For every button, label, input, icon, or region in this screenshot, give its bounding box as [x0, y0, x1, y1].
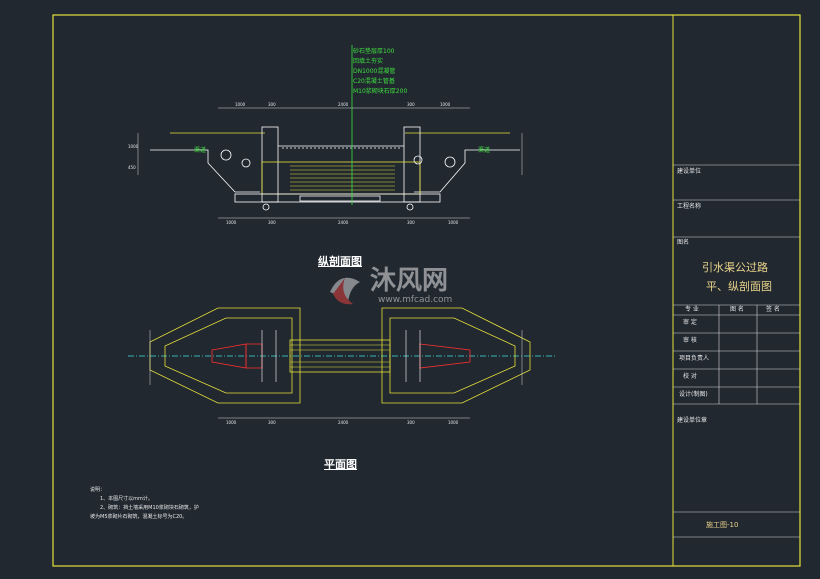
- canal-label-left: 渠道: [194, 147, 207, 154]
- material-label-2: 回填土夯实: [353, 58, 384, 65]
- tb-title-line2: 平、纵剖面图: [706, 280, 772, 293]
- tb-project-label: 工程名称: [677, 203, 702, 210]
- tb-col-sign: 签 名: [766, 306, 780, 313]
- plan-view-title: 平面图: [324, 458, 357, 471]
- section-dim-top-2: 300: [268, 102, 276, 107]
- note-line-2: 2、砌筑：挡土墙采用M10浆砌块石砌筑，护: [100, 505, 199, 511]
- tb-role-check: 校 对: [683, 373, 697, 380]
- section-dim-side-1: 1000: [128, 144, 139, 149]
- tb-drawing-name-label: 图名: [677, 239, 690, 246]
- tb-role-approve: 审 定: [683, 319, 697, 326]
- section-dim-top-4: 300: [407, 102, 415, 107]
- watermark-text: 沐风网: [370, 266, 449, 296]
- tb-client-label: 建设单位: [677, 168, 702, 175]
- plan-dim-1: 1000: [226, 420, 237, 425]
- tb-role-review: 审 核: [683, 337, 697, 344]
- section-view-title: 纵剖面图: [318, 255, 362, 268]
- section-view: [137, 45, 523, 219]
- tb-role-lead: 项目负责人: [679, 355, 710, 362]
- section-dim-top-3: 2400: [338, 102, 349, 107]
- plan-dim-3: 2400: [338, 420, 349, 425]
- section-dim-bottom-2: 300: [268, 220, 276, 225]
- note-line-3: 坡为M5浆砌片石砌筑，混凝土标号为C20。: [90, 514, 188, 520]
- section-dim-side-2: 450: [128, 165, 136, 170]
- plan-dim-4: 300: [407, 420, 415, 425]
- plan-dim-5: 1000: [448, 420, 459, 425]
- material-label-5: M10浆砌块石厚200: [353, 88, 408, 95]
- plan-view: [128, 307, 555, 419]
- title-block-grid: [673, 164, 800, 538]
- tb-sheet-number: 施工图-10: [706, 521, 739, 529]
- notes-heading: 说明：: [90, 487, 106, 493]
- section-dim-bottom-4: 300: [407, 220, 415, 225]
- watermark-logo: [330, 277, 360, 305]
- material-label-4: C20混凝土管基: [353, 78, 395, 85]
- section-dim-bottom-5: 1000: [448, 220, 459, 225]
- section-dim-top-5: 1000: [440, 102, 451, 107]
- material-label-1: 砂石垫层厚100: [353, 48, 395, 55]
- canal-label-right: 渠道: [478, 147, 491, 154]
- material-label-3: DN1000混凝管: [353, 68, 396, 75]
- section-dim-bottom-3: 2400: [338, 220, 349, 225]
- outer-frame: [52, 14, 801, 567]
- section-dim-top-1: 1000: [235, 102, 246, 107]
- tb-firm-seal: 建设单位章: [677, 417, 708, 424]
- tb-col-major: 专 业: [685, 306, 699, 313]
- plan-dim-2: 300: [268, 420, 276, 425]
- section-dim-bottom-1: 1000: [226, 220, 237, 225]
- note-line-1: 1、本图尺寸以mm计。: [100, 496, 153, 502]
- tb-col-name: 图 名: [730, 306, 744, 313]
- tb-role-design: 设计(制图): [679, 391, 708, 398]
- watermark-url: www.mfcad.com: [378, 295, 453, 305]
- tb-title-line1: 引水渠公过路: [702, 261, 768, 274]
